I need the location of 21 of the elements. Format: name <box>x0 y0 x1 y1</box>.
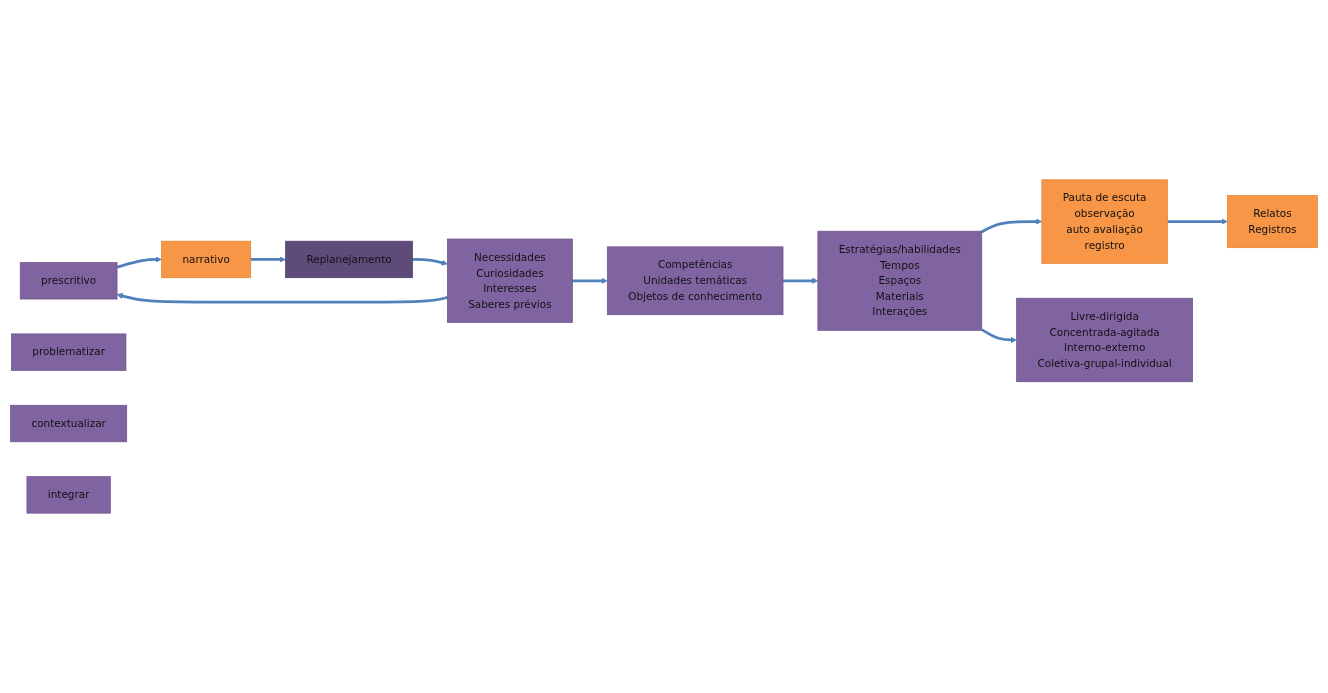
node-box: Competências Unidades temáticas Objetos de conhecimento <box>606 246 784 316</box>
arrow <box>116 293 448 304</box>
node-box: Pauta de escuta observação auto avaliação registro <box>1041 179 1168 264</box>
arrow <box>981 328 1017 344</box>
arrow <box>981 218 1043 234</box>
node-box: integrar <box>26 476 111 514</box>
node-box: narrativo <box>161 240 252 279</box>
node-box: Relatos Registros <box>1227 195 1318 249</box>
node-box: contextualizar <box>10 404 128 443</box>
node-box: prescritivo <box>19 262 118 300</box>
arrow <box>250 256 286 263</box>
node-box: problematizar <box>11 333 127 371</box>
arrow <box>1167 218 1228 225</box>
arrow <box>412 258 448 266</box>
arrow <box>783 277 819 284</box>
arrow <box>572 277 608 284</box>
arrow <box>116 256 162 269</box>
node-box: Replanejamento <box>285 240 413 279</box>
node-box: Estratégias/habilidades Tempos Espaços Materiais Interações <box>817 230 983 331</box>
node-box: Necessidades Curiosidades Interesses Saberes prévios <box>446 238 573 323</box>
node-box: Livre-dirigida Concentrada-agitada Interno-externo Coletiva-grupal-individual <box>1016 297 1193 383</box>
